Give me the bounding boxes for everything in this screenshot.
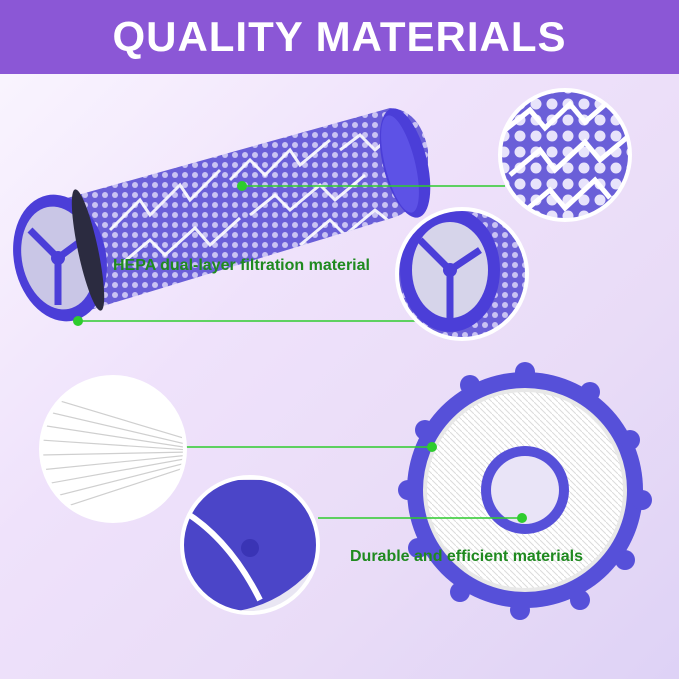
cylinder-filter [13,108,431,322]
callout-dots [73,181,527,523]
zoom-mesh-closeup [498,88,632,222]
zoom-hub-closeup [180,475,320,615]
zoom-pleats-closeup [39,375,187,523]
callout-durable-label: Durable and efficient materials [350,548,583,565]
leader-lines [78,185,522,519]
zoom-endcap-closeup [395,207,529,341]
page-title: QUALITY MATERIALS [112,13,567,60]
title-banner: QUALITY MATERIALS [0,0,679,74]
callout-hepa-label: HEPA dual-layer filtration material [113,257,370,274]
product-illustration [13,88,652,620]
round-pleated-filter [398,362,652,620]
